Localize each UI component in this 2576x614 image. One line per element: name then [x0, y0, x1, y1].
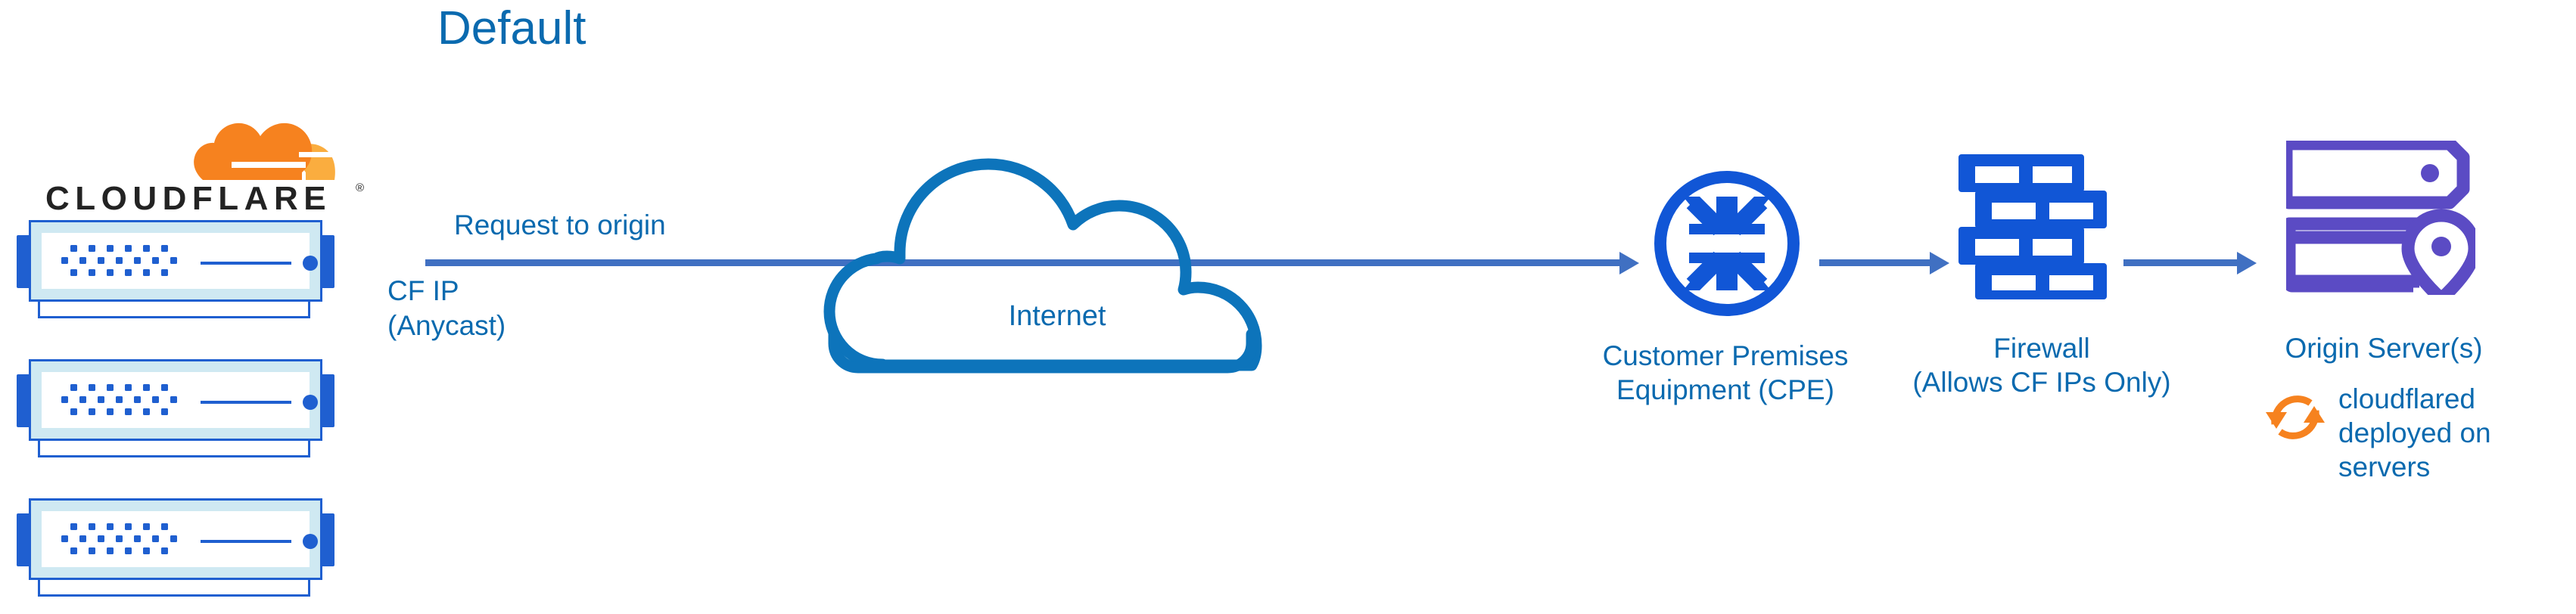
internet-label: Internet [1008, 300, 1106, 332]
cloud-icon [823, 158, 1262, 374]
cloudflared-note: cloudflared deployed on servers [2263, 382, 2565, 518]
request-arrow-line [425, 259, 1621, 266]
cloudflared-line-3: servers [2338, 451, 2431, 482]
origin-server-label: Origin Server(s) [2285, 333, 2483, 364]
server-vent-dots [61, 384, 177, 419]
firewall-label: Firewall (Allows CF IPs Only) [1890, 331, 2193, 399]
registered-trademark-mark: ® [356, 181, 365, 194]
server-body [29, 498, 322, 580]
cloudflared-line-2: deployed on [2338, 417, 2491, 448]
cloudflare-server-unit [17, 353, 334, 463]
cloudflare-server-unit [17, 214, 334, 324]
server-status-line [201, 401, 291, 404]
cpe-to-firewall-arrow-head [1930, 252, 1949, 274]
server-vent-dots [61, 245, 177, 280]
firewall-to-origin-arrow-head [2237, 252, 2257, 274]
cloudflare-server-unit [17, 492, 334, 602]
cf-ip-line-1: CF IP [387, 275, 459, 306]
request-to-origin-label: Request to origin [454, 209, 666, 240]
server-status-light [303, 256, 318, 271]
server-front-panel [42, 372, 318, 428]
server-status-light [303, 534, 318, 549]
cloudflared-text: cloudflared deployed on servers [2338, 382, 2565, 484]
cf-ip-label: CF IP (Anycast) [387, 274, 506, 343]
internet-cloud-group: Internet [819, 107, 1296, 374]
cpe-to-firewall-arrow-line [1819, 259, 1931, 266]
server-status-line [201, 262, 291, 265]
firewall-label-line-1: Firewall [1993, 333, 2090, 364]
firewall-label-line-2: (Allows CF IPs Only) [1912, 367, 2171, 398]
firewall-to-origin-arrow-line [2123, 259, 2238, 266]
cpe-label-line-2: Equipment (CPE) [1616, 374, 1834, 405]
brick-wall-icon [1958, 151, 2114, 299]
cloudflare-logo: CLOUDFLARE ® [32, 106, 365, 219]
request-arrow-head [1619, 252, 1639, 274]
cloudflared-line-1: cloudflared [2338, 383, 2476, 414]
cpe-label-line-1: Customer Premises [1602, 340, 1849, 371]
server-front-panel [42, 511, 318, 567]
cpe-label: Customer Premises Equipment (CPE) [1548, 339, 1903, 407]
cloudflare-cloud-icon [194, 122, 335, 180]
router-arrows-icon [1651, 168, 1803, 319]
server-location-pin-icon [2279, 137, 2481, 305]
cf-ip-line-2: (Anycast) [387, 310, 506, 341]
server-body [29, 359, 322, 441]
server-front-panel [42, 233, 318, 289]
refresh-sync-icon [2266, 395, 2325, 439]
cloudflare-wordmark: CLOUDFLARE [45, 180, 332, 217]
server-body [29, 220, 322, 302]
server-status-light [303, 395, 318, 410]
page-title: Default [437, 2, 586, 54]
server-vent-dots [61, 523, 177, 558]
server-status-line [201, 540, 291, 543]
